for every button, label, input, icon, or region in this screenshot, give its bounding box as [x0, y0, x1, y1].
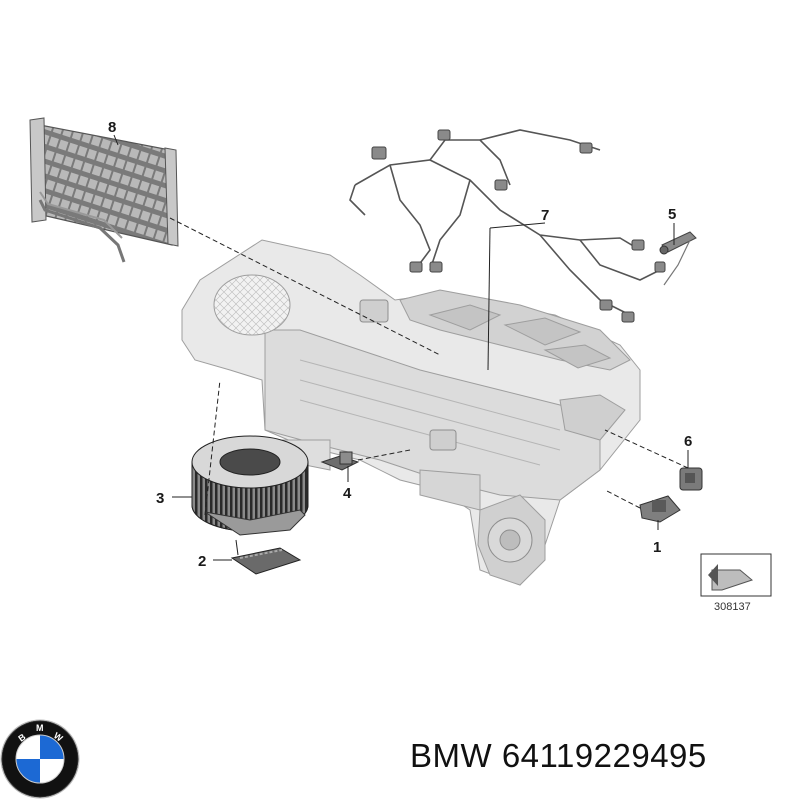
- blower-intake-mesh: [213, 274, 291, 336]
- brand-name: BMW: [410, 737, 493, 774]
- leader-lines: [113, 134, 689, 561]
- callout-1: 1: [653, 539, 661, 556]
- bmw-logo: B M W: [0, 719, 80, 799]
- part-caption: BMW 64119229495: [410, 737, 790, 775]
- callout-8: 8: [108, 119, 116, 136]
- svg-text:B: B: [16, 731, 27, 743]
- part-number: 64119229495: [501, 737, 707, 774]
- callout-3: 3: [156, 490, 164, 507]
- housing-actuators: [359, 299, 533, 563]
- sensor-4: [320, 451, 360, 471]
- svg-text:M: M: [36, 723, 44, 733]
- blower-resistor: [230, 547, 302, 575]
- actuator-1: [639, 495, 681, 523]
- callout-6: 6: [684, 433, 692, 450]
- callout-5: 5: [668, 206, 676, 223]
- callout-2: 2: [198, 553, 206, 570]
- hvac-housing: [181, 239, 641, 586]
- temperature-sensor: [659, 231, 697, 286]
- callout-4: 4: [343, 485, 352, 502]
- harness-connectors: [371, 129, 666, 323]
- reference-box: [700, 553, 772, 597]
- heater-core: [29, 117, 179, 263]
- reference-number: 308137: [714, 601, 751, 613]
- wiring-harness: [349, 129, 661, 316]
- blower-motor: [191, 435, 309, 536]
- callout-7: 7: [541, 207, 549, 224]
- actuator-6: [679, 467, 703, 491]
